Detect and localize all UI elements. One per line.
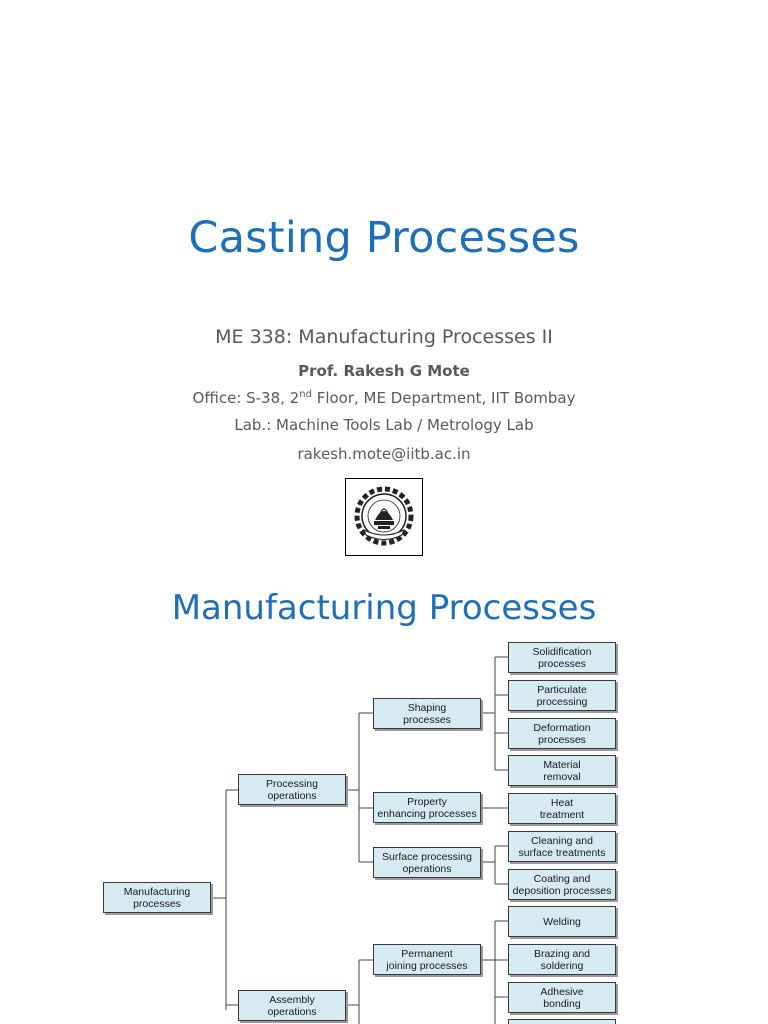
professor-name: Prof. Rakesh G Mote <box>298 362 470 380</box>
course-name: ME 338: Manufacturing Processes II <box>215 326 553 348</box>
lab-info: Lab.: Machine Tools Lab / Metrology Lab <box>234 416 534 434</box>
node-permanent-joining: Permanent joining processes <box>373 944 481 975</box>
node-adhesive-bonding: Adhesive bonding <box>508 982 616 1013</box>
node-material-removal: Material removal <box>508 755 616 786</box>
connector-processing <box>346 712 373 863</box>
email: rakesh.mote@iitb.ac.in <box>297 445 471 463</box>
node-brazing-soldering: Brazing and soldering <box>508 944 616 975</box>
office-prefix: Office: S-38, 2 <box>192 389 300 407</box>
slide-title: Casting Processes <box>188 213 580 263</box>
node-shaping-processes: Shaping processes <box>373 698 481 729</box>
node-cropped <box>508 1019 616 1024</box>
node-cleaning-surface: Cleaning and surface treatments <box>508 831 616 862</box>
connector-shaping <box>481 656 508 771</box>
node-deformation: Deformation processes <box>508 718 616 749</box>
title-slide: Casting Processes ME 338: Manufacturing … <box>0 213 768 556</box>
node-welding: Welding <box>508 906 616 937</box>
node-solidification: Solidification processes <box>508 642 616 673</box>
office-suffix: Floor, ME Department, IIT Bombay <box>311 389 576 407</box>
office-superscript: nd <box>299 389 312 400</box>
node-particulate: Particulate processing <box>508 680 616 711</box>
connector-surface <box>481 845 508 885</box>
node-manufacturing-processes: Manufacturing processes <box>103 882 211 913</box>
node-processing-operations: Processing operations <box>238 774 346 805</box>
node-assembly-operations: Assembly operations <box>238 990 346 1021</box>
connector-permanent <box>481 920 508 1024</box>
office-info: Office: S-38, 2nd Floor, ME Department, … <box>0 389 768 407</box>
connector-assembly <box>346 959 373 1024</box>
node-coating-deposition: Coating and deposition processes <box>508 869 616 900</box>
section-title: Manufacturing Processes <box>171 588 597 628</box>
iit-bombay-emblem-icon <box>345 478 423 556</box>
node-heat-treatment: Heat treatment <box>508 793 616 824</box>
node-surface-processing: Surface processing operations <box>373 847 481 878</box>
connector-root <box>211 789 238 1010</box>
node-property-enhancing: Property enhancing processes <box>373 792 481 823</box>
